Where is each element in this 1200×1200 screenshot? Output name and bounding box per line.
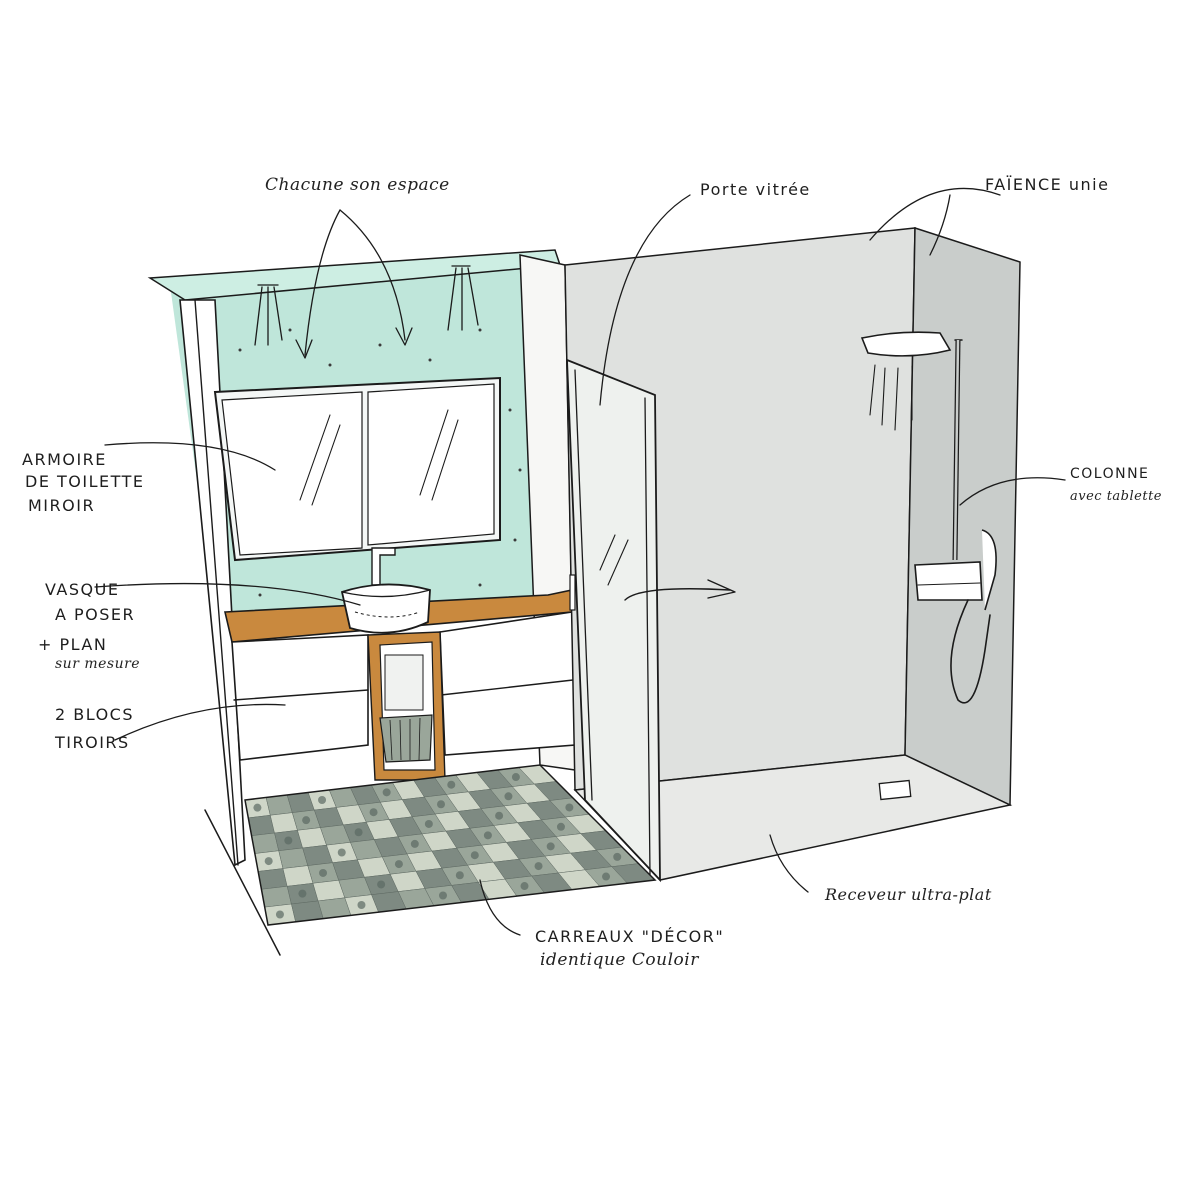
tile-motif: [470, 851, 479, 860]
tile-motif: [264, 857, 273, 866]
tile-motif: [318, 796, 327, 804]
mirror-cabinet: [213, 376, 501, 562]
glass-door: [566, 358, 736, 883]
drawer-block-right: [439, 611, 576, 756]
tile-motif: [483, 831, 492, 840]
annotation-labels: Chacune son espace Porte vitrée FAÏENCE …: [22, 175, 1162, 970]
label-armoire-3: MIROIR: [28, 496, 95, 515]
tile-motif: [437, 800, 446, 809]
tile-motif: [382, 788, 391, 797]
tile-motif: [253, 803, 262, 812]
decor-tile-floor: [244, 764, 656, 926]
label-armoire-2: DE TOILETTE: [25, 472, 145, 491]
shower-drain: [878, 779, 912, 801]
floor-tile: [247, 814, 275, 836]
shower-column: [860, 331, 997, 704]
label-porte: Porte vitrée: [700, 180, 811, 199]
vanity-niche: [147, 249, 657, 956]
tile-motif: [302, 816, 311, 825]
left-pillar: [179, 299, 246, 867]
floor-tile: [257, 868, 288, 890]
tile-motif: [284, 836, 293, 845]
vessel-basin: [340, 547, 431, 634]
tile-motif: [504, 792, 513, 801]
tile-motif: [424, 819, 433, 828]
tile-motif: [495, 811, 504, 820]
tile-motif: [377, 880, 386, 889]
label-vasque-1: VASQUE: [45, 580, 119, 599]
tile-motif: [298, 889, 307, 898]
tile-motif: [546, 842, 555, 851]
tile-motif: [556, 822, 565, 831]
ceiling-spot-left: [254, 284, 283, 346]
tile-motif: [410, 839, 419, 848]
shower-area: [564, 226, 1021, 883]
tile-motif: [511, 773, 520, 782]
label-receveur: Receveur ultra-plat: [824, 885, 992, 904]
tile-motif: [565, 803, 574, 812]
label-chacune: Chacune son espace: [265, 175, 450, 195]
label-vasque-2: A POSER: [55, 605, 135, 624]
tile-motif: [357, 901, 366, 909]
tile-motif: [520, 882, 529, 891]
tile-motif: [455, 871, 464, 880]
label-vasque-4: sur mesure: [55, 656, 140, 672]
tile-motif: [394, 860, 403, 869]
tile-motif: [354, 828, 363, 837]
floor-tile: [251, 832, 280, 854]
shower-side-wall: [904, 226, 1021, 807]
wall-texture-dots: [223, 328, 522, 597]
tile-motif: [602, 872, 611, 881]
tile-motif: [613, 852, 622, 861]
drawer-block-left: [231, 634, 369, 761]
tile-motif: [534, 862, 543, 871]
tile-motif: [337, 848, 346, 857]
tile-motif: [319, 868, 328, 877]
open-shelf-basket: [367, 631, 446, 781]
label-blocs-1: 2 BLOCS: [55, 705, 134, 724]
label-faience: FAÏENCE unie: [985, 175, 1109, 194]
label-vasque-3: + PLAN: [38, 635, 107, 654]
tile-motif: [447, 780, 456, 789]
label-armoire-1: ARMOIRE: [22, 450, 107, 469]
label-carreaux-2: identique Couloir: [540, 950, 699, 970]
tile-motif: [369, 808, 378, 817]
ceiling-spot-right: [447, 265, 479, 331]
tile-motif: [275, 910, 284, 919]
label-colonne-1: COLONNE: [1070, 466, 1149, 482]
annotation-leaders: [94, 187, 1066, 936]
label-colonne-2: avec tablette: [1070, 489, 1162, 504]
tile-motif: [438, 891, 447, 900]
floor-tile: [261, 886, 292, 908]
label-carreaux-1: CARREAUX "DÉCOR": [535, 927, 724, 946]
label-blocs-2: TIROIRS: [54, 733, 130, 752]
